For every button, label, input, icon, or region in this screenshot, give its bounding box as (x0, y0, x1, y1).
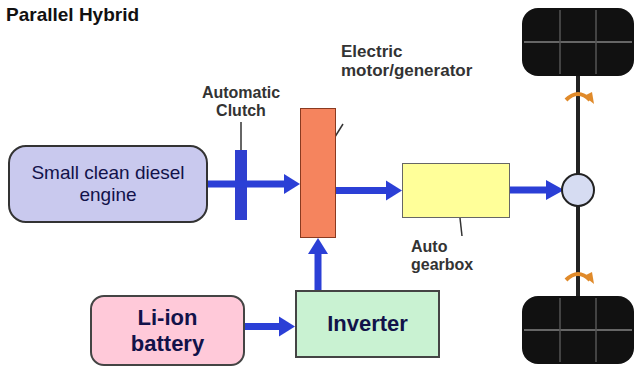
arrow-head (584, 92, 594, 104)
leader-line (240, 122, 242, 150)
arrow-head (584, 272, 594, 284)
power-flow-arrow (336, 181, 402, 201)
arrow-head (279, 317, 295, 337)
arrow-shaft (315, 252, 322, 290)
arrow-shaft (208, 181, 286, 188)
leader-line (460, 218, 462, 236)
power-flow-arrow (308, 238, 328, 290)
part-label: Automatic Clutch (186, 84, 296, 120)
node-text: Li-ion battery (100, 305, 235, 356)
power-flow-arrow (208, 174, 300, 194)
differential (562, 174, 594, 206)
battery-box: Li-ion battery (90, 295, 245, 366)
power-flow-arrow (245, 317, 295, 337)
drive-arrow (510, 187, 548, 194)
gearbox-box: Auto gearbox (402, 163, 510, 218)
engine-box: Small clean diesel engine (8, 145, 208, 223)
arrow-head (386, 181, 402, 201)
inverter-box: Inverter (295, 290, 440, 358)
node-text: Small clean diesel engine (22, 162, 194, 206)
diagram-title: Parallel Hybrid (6, 4, 139, 26)
node-label: Auto gearbox (411, 238, 501, 275)
node-label: Electric motor/generator (341, 42, 471, 81)
motor-box: Electric motor/generator (300, 108, 336, 238)
arrow-head (284, 174, 300, 194)
arrow-shaft (336, 187, 388, 194)
arrow-shaft (245, 323, 281, 330)
node-text: Inverter (327, 311, 408, 336)
wheel (522, 296, 634, 364)
wheel (522, 8, 634, 76)
arrow-head (308, 238, 328, 254)
